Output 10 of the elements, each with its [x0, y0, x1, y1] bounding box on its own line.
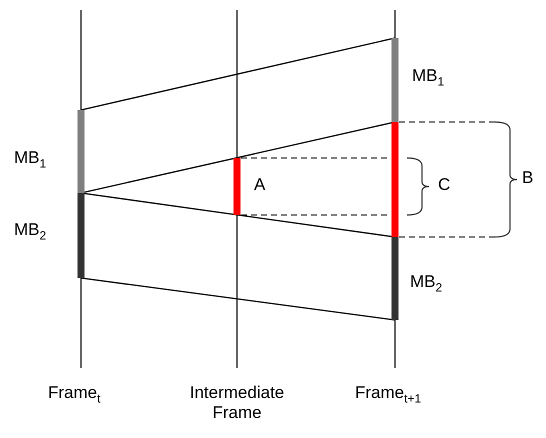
block-label: MB$_{2}$	[410, 272, 442, 296]
span-label: C	[438, 175, 450, 195]
frame-label: Intermediate Frame	[188, 383, 286, 422]
frame-label: Frame$_{t+1}$	[355, 383, 422, 406]
block-label: MB$_{2}$	[14, 220, 46, 244]
frame-label: Frame$_{t}$	[48, 383, 100, 406]
span-label: A	[254, 175, 266, 195]
block-label: MB$_{1}$	[14, 148, 46, 172]
span-label: B	[522, 168, 534, 188]
block-label: MB$_{1}$	[412, 66, 444, 90]
